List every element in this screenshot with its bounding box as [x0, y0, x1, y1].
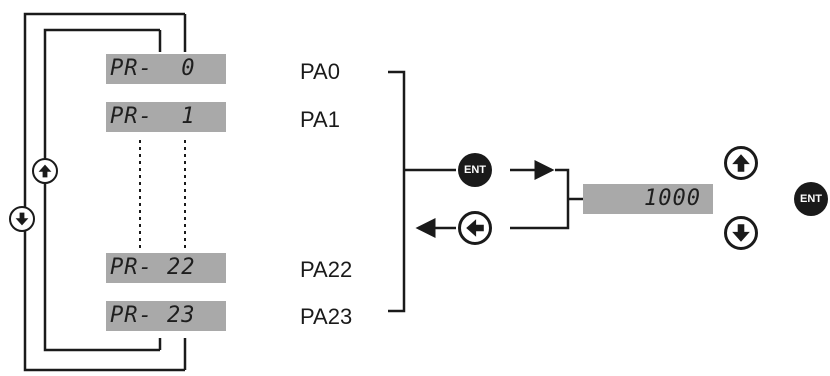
label-pa1: PA1: [300, 107, 340, 132]
up-button[interactable]: [724, 146, 758, 180]
display-pr1: PR- 1: [106, 102, 226, 132]
left-arrow-button[interactable]: [458, 211, 492, 245]
label-pa23: PA23: [300, 304, 353, 329]
up-arrow-icon: [732, 154, 750, 172]
display-value: 1000: [583, 184, 713, 214]
display-pr22: PR- 22: [106, 253, 226, 283]
down-button[interactable]: [724, 216, 758, 250]
ent-button[interactable]: ENT: [458, 153, 492, 187]
display-pr23: PR- 23: [106, 301, 226, 331]
ent-button-right[interactable]: ENT: [794, 182, 828, 216]
down-arrow-icon: [732, 224, 750, 242]
display-pr0: PR- 0: [106, 54, 226, 84]
down-arrow-icon: [9, 206, 35, 232]
label-pa22: PA22: [300, 257, 353, 282]
up-arrow-icon: [32, 158, 58, 184]
label-pa0: PA0: [300, 59, 340, 84]
left-arrow-icon: [466, 219, 484, 237]
